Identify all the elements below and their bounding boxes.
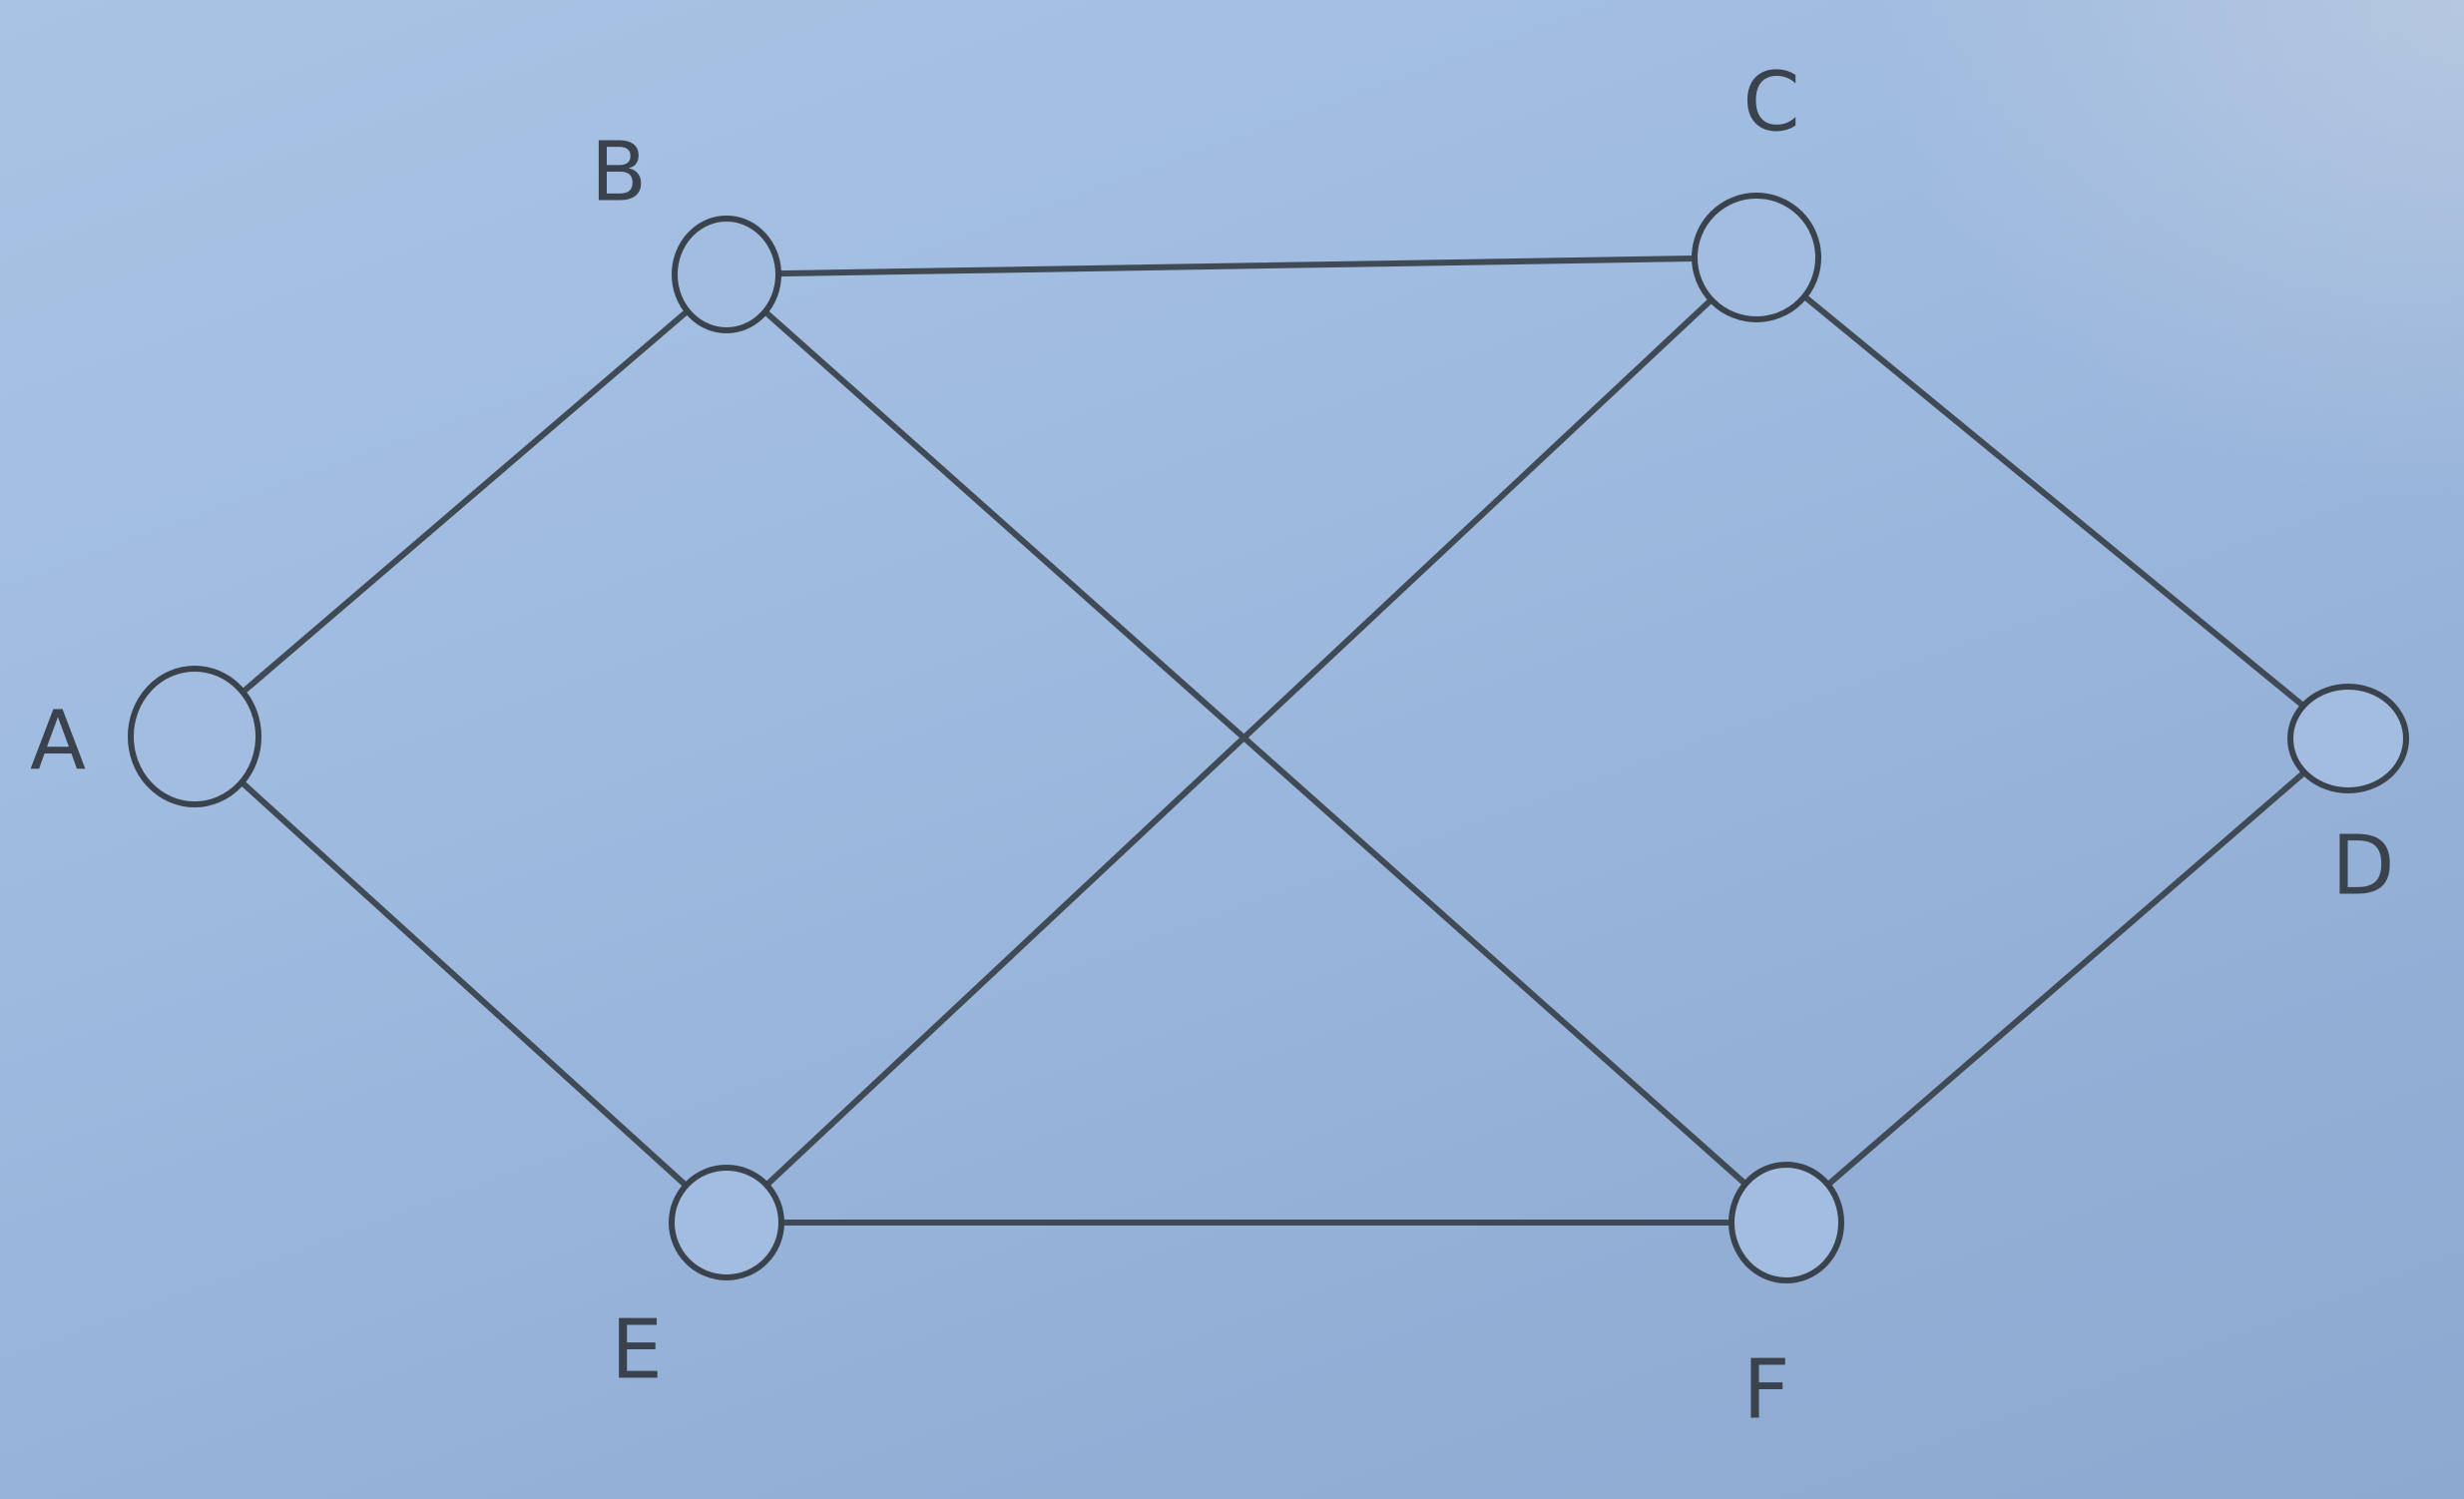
edge-b-c (774, 255, 1699, 277)
edge-b-f (761, 308, 1749, 1188)
graph-edges (239, 255, 2308, 1226)
node-label-d: D (2331, 818, 2394, 913)
node-label-a: A (30, 694, 86, 788)
edge-a-b (240, 307, 691, 696)
node-b (672, 216, 781, 333)
node-e (669, 1165, 784, 1280)
node-label-c: C (1742, 55, 1799, 150)
edge-d-f (1824, 768, 2308, 1189)
node-label-f: F (1742, 1342, 1789, 1437)
node-label-b: B (591, 125, 647, 220)
node-label-e: E (611, 1302, 663, 1397)
edge-a-e (239, 778, 690, 1189)
graph-labels: A B C D E F (30, 55, 2395, 1437)
node-a (128, 666, 261, 807)
edge-c-e (763, 296, 1715, 1189)
node-f (1728, 1162, 1844, 1283)
edge-c-d (1801, 293, 2306, 710)
node-c (1692, 193, 1821, 322)
node-d (2287, 684, 2409, 793)
graph-nodes (128, 193, 2409, 1283)
